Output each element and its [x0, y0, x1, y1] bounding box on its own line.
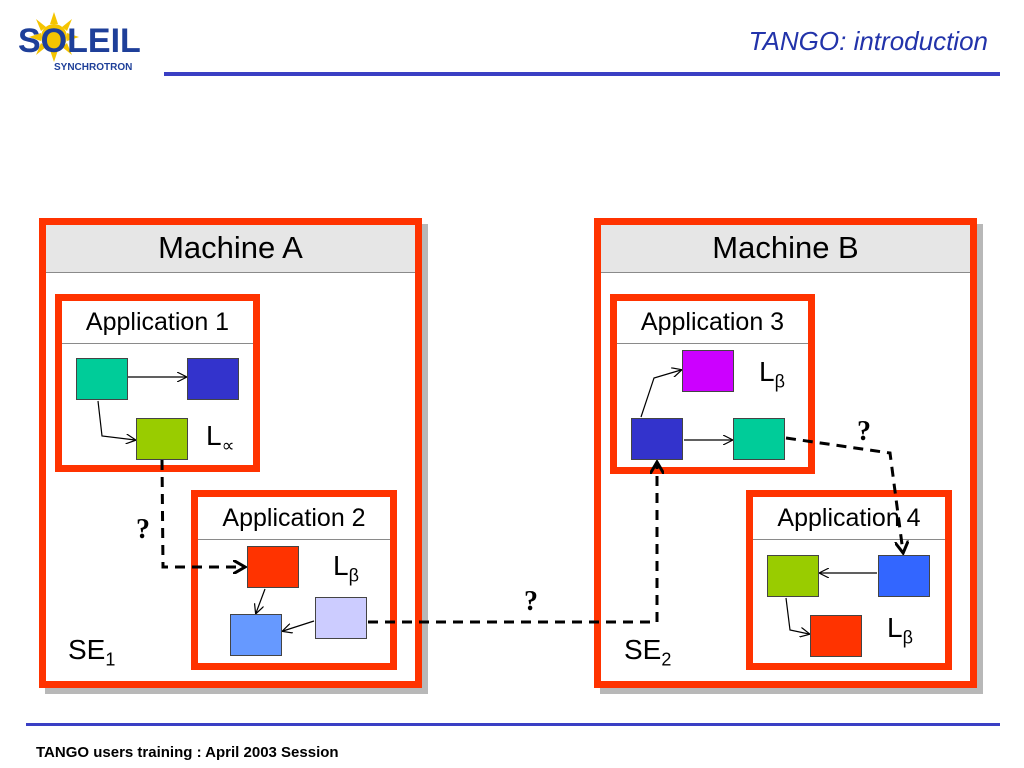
- app4-component-lime: [767, 555, 819, 597]
- machine-b-title: Machine B: [601, 225, 970, 273]
- application-1-title: Application 1: [62, 301, 253, 344]
- soleil-logo: SOLEIL SYNCHROTRON: [14, 10, 154, 76]
- app1-component-teal: [76, 358, 128, 400]
- logo-subtext: SYNCHROTRON: [54, 62, 132, 73]
- footer-divider: [26, 723, 1000, 726]
- application-3-title: Application 3: [617, 301, 808, 344]
- logo-brand: SOLEIL: [18, 22, 141, 60]
- app1-component-navy: [187, 358, 239, 400]
- app1-component-lime: [136, 418, 188, 460]
- se1-label: SE1: [68, 634, 116, 670]
- app2-language-label: Lβ: [333, 550, 359, 586]
- application-2-title: Application 2: [198, 497, 390, 540]
- app2-component-red: [247, 546, 299, 588]
- app3-component-teal: [733, 418, 785, 460]
- app2-component-light-blue: [230, 614, 282, 656]
- app1-language-label: L∝: [206, 420, 235, 456]
- app4-component-red: [810, 615, 862, 657]
- header-divider: [164, 72, 1000, 76]
- app4-language-label: Lβ: [887, 612, 913, 648]
- question-mark-1: ?: [136, 514, 150, 545]
- app3-component-magenta: [682, 350, 734, 392]
- sun-icon: SOLEIL SYNCHROTRON: [18, 12, 141, 73]
- footer-text: TANGO users training : April 2003 Sessio…: [36, 744, 339, 761]
- app4-component-blue: [878, 555, 930, 597]
- application-4-title: Application 4: [753, 497, 945, 540]
- slide-title: TANGO: introduction: [748, 26, 988, 56]
- question-mark-3: ?: [857, 416, 871, 447]
- app2-component-lavender: [315, 597, 367, 639]
- se2-label: SE2: [624, 634, 672, 670]
- app3-language-label: Lβ: [759, 356, 785, 392]
- machine-a-title: Machine A: [46, 225, 415, 273]
- question-mark-2: ?: [524, 586, 538, 617]
- app3-component-navy: [631, 418, 683, 460]
